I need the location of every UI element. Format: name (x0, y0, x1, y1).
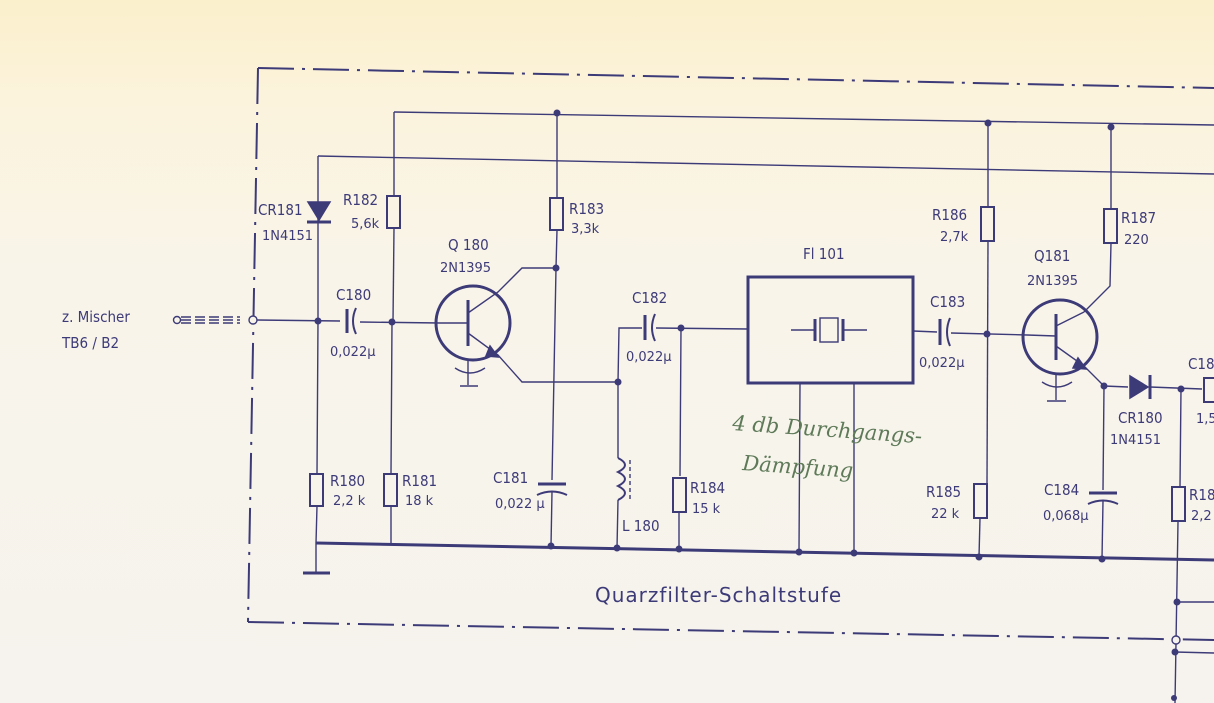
r185-value: 22 k (931, 507, 960, 522)
c180-ref: C180 (336, 286, 371, 304)
r183-value: 3,3k (571, 222, 600, 237)
r180-ref: R180 (330, 472, 365, 490)
c18x-ref: C18 (1188, 355, 1214, 373)
r187-ref: R187 (1121, 209, 1156, 227)
r180-resistor (309, 473, 324, 507)
c180-value: 0,022µ (330, 345, 376, 360)
c184-value: 0,068µ (1043, 509, 1089, 524)
c181-ref: C181 (493, 469, 528, 487)
c181-capacitor (536, 482, 568, 547)
q180-ref: Q 180 (448, 236, 489, 254)
input-label-line2: TB6 / B2 (61, 334, 119, 352)
c182-value: 0,022µ (626, 350, 672, 365)
c184-ref: C184 (1044, 481, 1079, 499)
r186-value: 2,7k (940, 230, 969, 245)
r182-resistor (386, 195, 401, 229)
r182-value: 5,6k (351, 217, 380, 232)
r181-ref: R181 (402, 472, 437, 490)
ground-symbol (303, 543, 330, 575)
input-connector (172, 315, 258, 325)
r186-ref: R186 (932, 206, 967, 224)
q180-transistor (434, 267, 618, 387)
cr180-diode (1129, 374, 1203, 400)
ground-bus (315, 541, 1214, 562)
r181-resistor (383, 473, 398, 507)
r182-ref: R182 (343, 191, 378, 209)
c183-value: 0,022µ (919, 356, 965, 371)
c182-capacitor (643, 313, 656, 342)
c181-value: 0,022 µ (495, 497, 545, 512)
r187-resistor (1103, 208, 1118, 244)
supply-rails (317, 111, 1214, 200)
q181-transistor (1021, 298, 1129, 402)
q181-ref: Q181 (1034, 247, 1070, 265)
c183-capacitor (938, 317, 951, 347)
r183-ref: R183 (569, 200, 604, 218)
r18x-value: 2,2 (1191, 509, 1212, 524)
r185-ref: R185 (926, 483, 961, 501)
q181-value: 2N1395 (1027, 274, 1078, 289)
c182-ref: C182 (632, 289, 667, 307)
r180-value: 2,2 k (333, 494, 366, 509)
input-label-line1: z. Mischer (62, 308, 130, 326)
cr180-value: 1N4151 (1110, 433, 1161, 448)
l180-inductor (615, 382, 631, 549)
c18x-value: 1,5 (1196, 412, 1214, 427)
r184-value: 15 k (692, 502, 721, 517)
r184-ref: R184 (690, 479, 725, 497)
cr181-value: 1N4151 (262, 229, 313, 244)
cr181-diode (306, 200, 332, 321)
r187-value: 220 (1124, 233, 1149, 248)
r18x-resistor-partial (1171, 486, 1186, 522)
handwritten-note-line2: Dämpfung (741, 451, 854, 483)
r183-resistor (549, 197, 564, 231)
r18x-ref: R18 (1189, 486, 1214, 504)
q180-value: 2N1395 (440, 261, 491, 276)
handwritten-note-line1: 4 db Durchgangs- (731, 411, 923, 448)
r184-resistor (672, 477, 687, 513)
cr180-ref: CR180 (1118, 409, 1163, 427)
fl101-filter (746, 275, 915, 553)
c183-ref: C183 (930, 293, 965, 311)
circuit-title: Quarzfilter-Schaltstufe (595, 583, 842, 607)
enclosure-border (247, 67, 1214, 641)
c18x-capacitor-partial (1203, 377, 1214, 403)
c184-capacitor (1087, 491, 1119, 560)
r181-value: 18 k (405, 494, 434, 509)
r185-resistor (973, 483, 988, 519)
c180-capacitor (345, 307, 357, 335)
signal-wire-input (256, 319, 441, 324)
r186-resistor (980, 206, 995, 242)
l180-ref: L 180 (622, 517, 660, 535)
cr181-ref: CR181 (258, 201, 303, 219)
fl101-ref: Fl 101 (803, 245, 845, 263)
